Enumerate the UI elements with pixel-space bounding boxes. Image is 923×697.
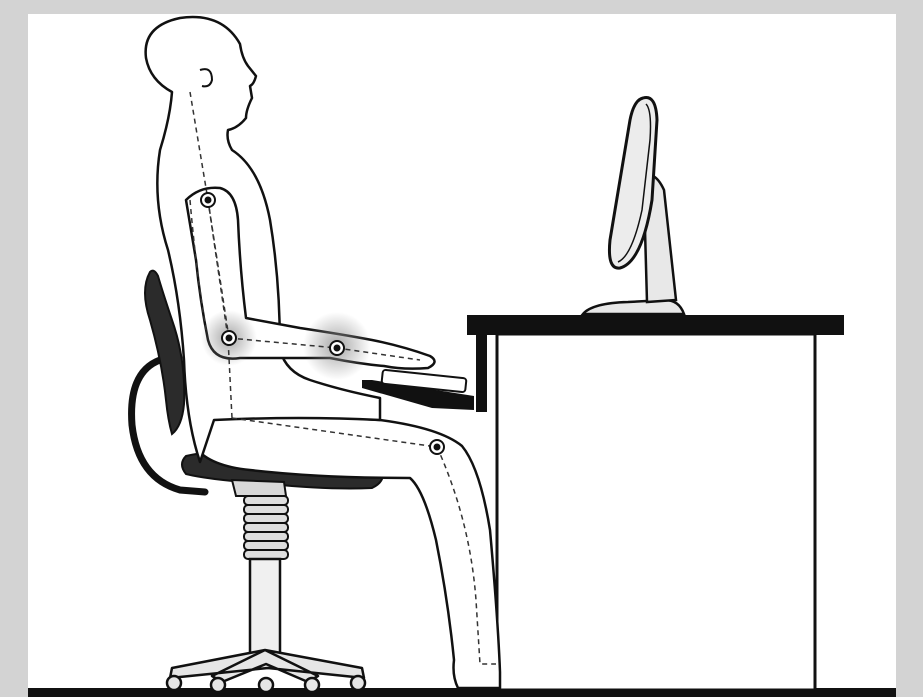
chair-bellows bbox=[232, 480, 286, 496]
shoulder-joint-marker bbox=[201, 193, 215, 207]
desk-top bbox=[467, 315, 844, 335]
chair-post bbox=[250, 559, 280, 654]
monitor-base bbox=[583, 300, 684, 314]
person-leg bbox=[196, 416, 500, 688]
elbow-joint-marker bbox=[222, 331, 236, 345]
keyboard-tray-bracket bbox=[476, 335, 487, 412]
monitor bbox=[583, 97, 684, 314]
chair-bellows-rings bbox=[244, 496, 288, 559]
knee-joint-marker bbox=[430, 440, 444, 454]
desk-body bbox=[497, 334, 815, 690]
wrist-joint-marker bbox=[330, 341, 344, 355]
